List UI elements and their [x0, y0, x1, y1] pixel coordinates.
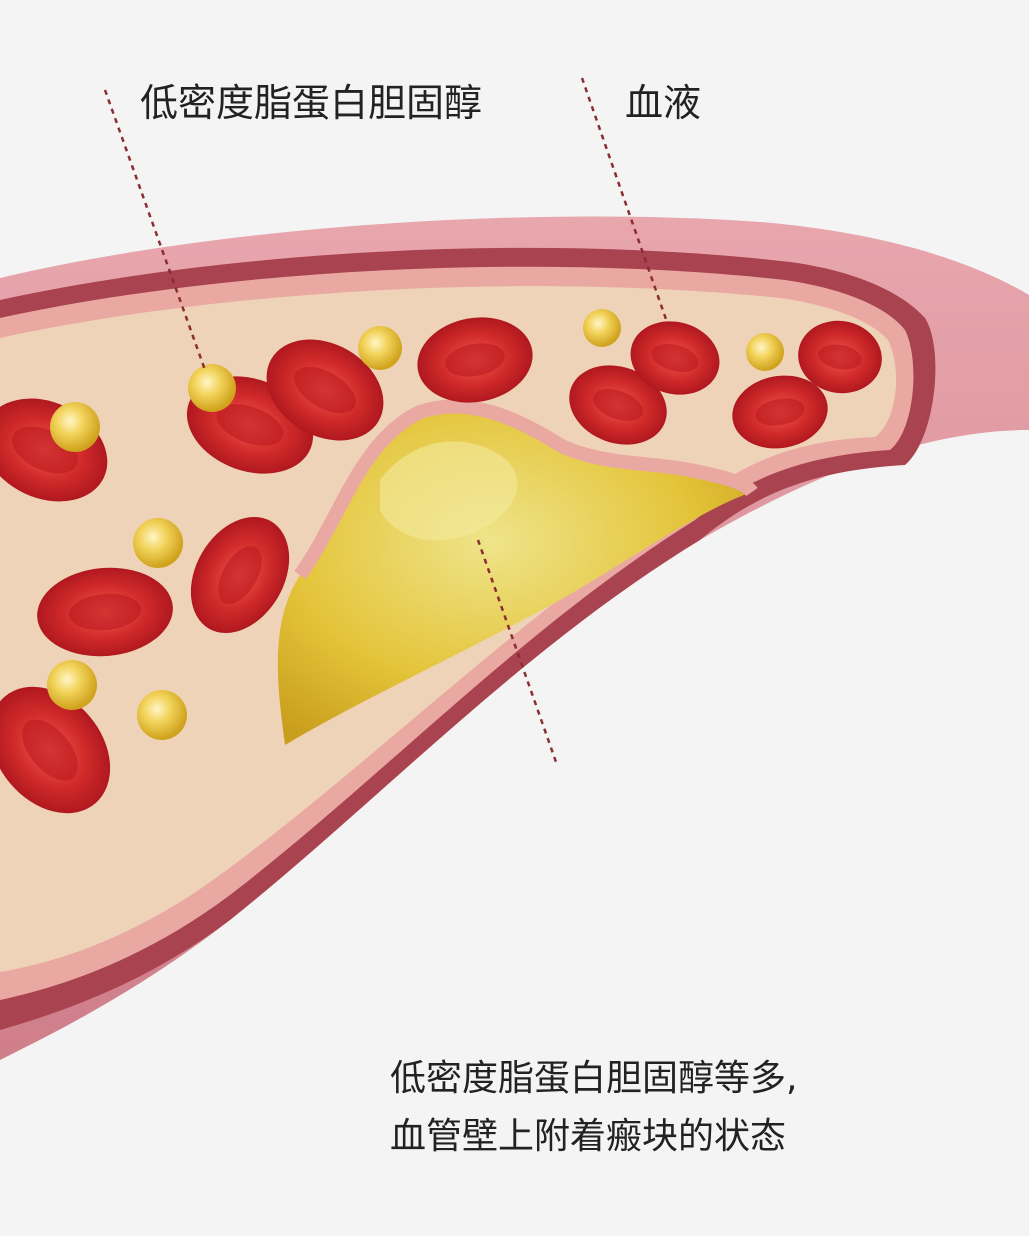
caption-line-1: 低密度脂蛋白胆固醇等多,: [390, 1058, 798, 1099]
plaque-highlight: [380, 441, 518, 541]
ldl-particles: [47, 309, 784, 740]
caption: 低密度脂蛋白胆固醇等多, 血管壁上附着瘢块的状态: [390, 1050, 797, 1166]
leader-line-blood: [580, 77, 670, 326]
leader-lines: [103, 77, 670, 763]
plaque-rim: [294, 399, 758, 580]
label-ldl: 低密度脂蛋白胆固醇: [140, 81, 483, 125]
label-blood: 血液: [625, 81, 702, 125]
caption-line-2: 血管壁上附着瘢块的状态: [390, 1116, 787, 1157]
